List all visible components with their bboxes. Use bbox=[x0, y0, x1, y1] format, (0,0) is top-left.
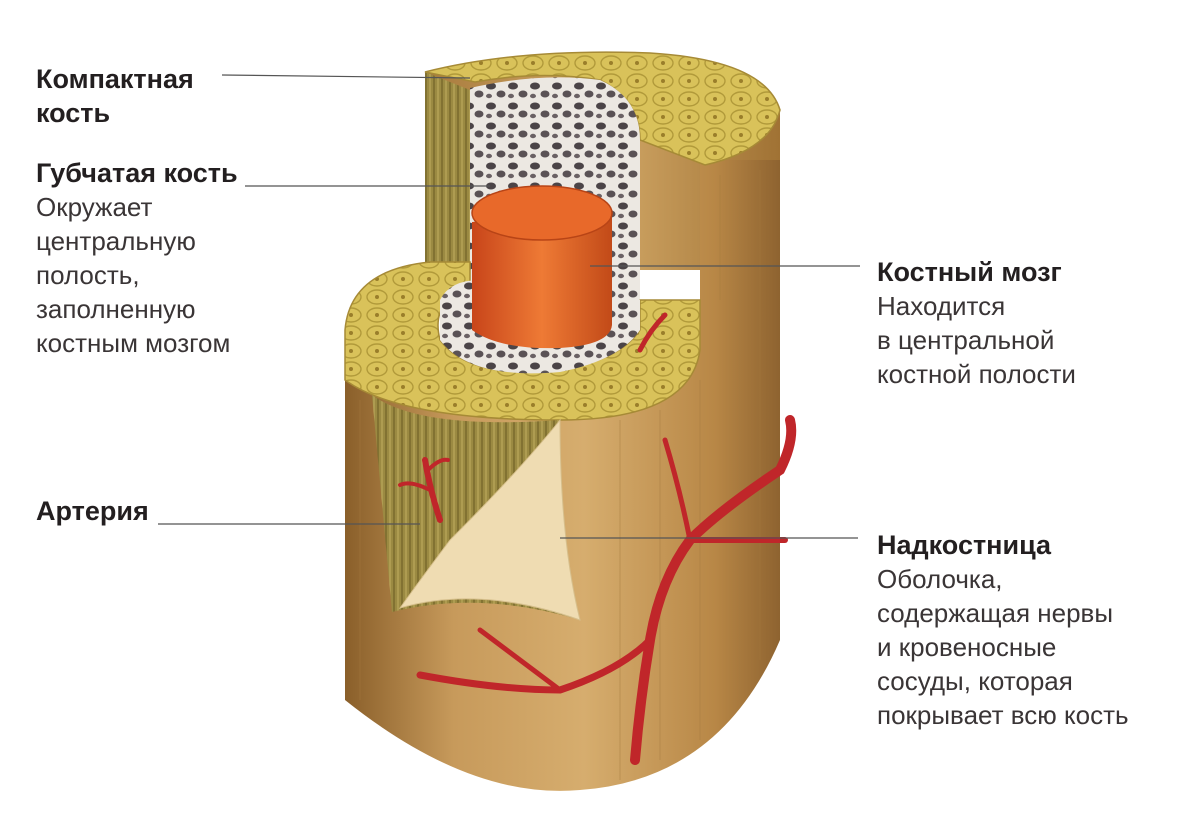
bone-marrow-top bbox=[471, 185, 613, 241]
label-artery: Артерия bbox=[36, 494, 149, 528]
bone-marrow-desc-3: костной полости bbox=[877, 359, 1076, 389]
periosteum-inner-layer bbox=[398, 418, 581, 621]
artery-title: Артерия bbox=[36, 496, 149, 526]
periosteum-desc-5: покрывает всю кость bbox=[877, 700, 1129, 730]
spongy-bone-desc-1: Окружает bbox=[36, 192, 153, 222]
periosteum-title: Надкостница bbox=[877, 530, 1052, 560]
label-spongy-bone: Губчатая кость Окружает центральную поло… bbox=[36, 156, 238, 360]
bone-marrow-desc-2: в центральной bbox=[877, 325, 1055, 355]
bone-marrow-body bbox=[472, 210, 612, 349]
bone-outer-surface bbox=[345, 160, 780, 791]
leader-compact-bone bbox=[221, 74, 471, 79]
periosteum-desc-3: и кровеносные bbox=[877, 632, 1057, 662]
periosteum-desc-2: содержащая нервы bbox=[877, 598, 1114, 628]
label-bone-marrow: Костный мозг Находится в центральной кос… bbox=[877, 255, 1076, 391]
outer-surface-fibers bbox=[359, 170, 761, 780]
bone-marrow-desc-1: Находится bbox=[877, 291, 1006, 321]
leader-lines bbox=[158, 74, 860, 539]
bone-marrow-title: Костный мозг bbox=[877, 257, 1062, 287]
artery-vessels bbox=[398, 312, 797, 765]
periosteum-desc-1: Оболочка, bbox=[877, 564, 1003, 594]
label-compact-bone: Компактная кость bbox=[36, 62, 194, 130]
spongy-bone-desc-3: полость, bbox=[36, 260, 140, 290]
spongy-bone-title: Губчатая кость bbox=[36, 158, 238, 188]
spongy-bone-desc-5: костным мозгом bbox=[36, 328, 231, 358]
spongy-bone-desc-4: заполненную bbox=[36, 294, 196, 324]
compact-bone-top-ring bbox=[424, 51, 781, 166]
spongy-bone-desc-2: центральную bbox=[36, 226, 196, 256]
periosteum-desc-4: сосуды, которая bbox=[877, 666, 1073, 696]
compact-bone-title: Компактная кость bbox=[36, 64, 194, 128]
label-periosteum: Надкостница Оболочка, содержащая нервы и… bbox=[877, 528, 1129, 732]
